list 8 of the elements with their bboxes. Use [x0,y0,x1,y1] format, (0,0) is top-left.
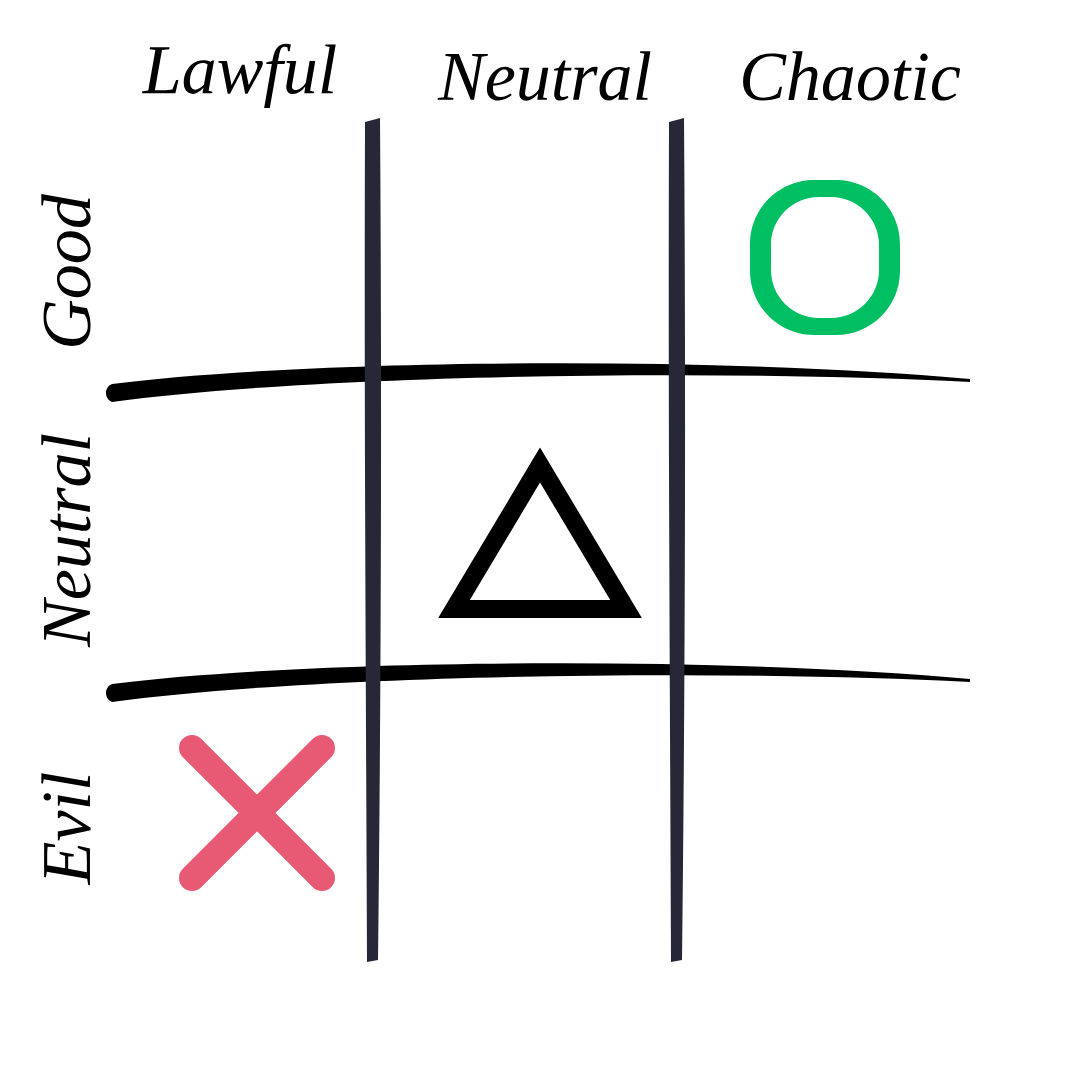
cross-mark [179,735,335,891]
row-label: Good [41,194,91,346]
circle-mark [750,180,900,335]
column-label: Chaotic [743,51,961,101]
row-label: Evil [41,773,91,886]
row-label: Neutral [41,434,91,648]
column-label: Neutral [437,51,651,101]
column-label: Lawful [141,43,336,109]
